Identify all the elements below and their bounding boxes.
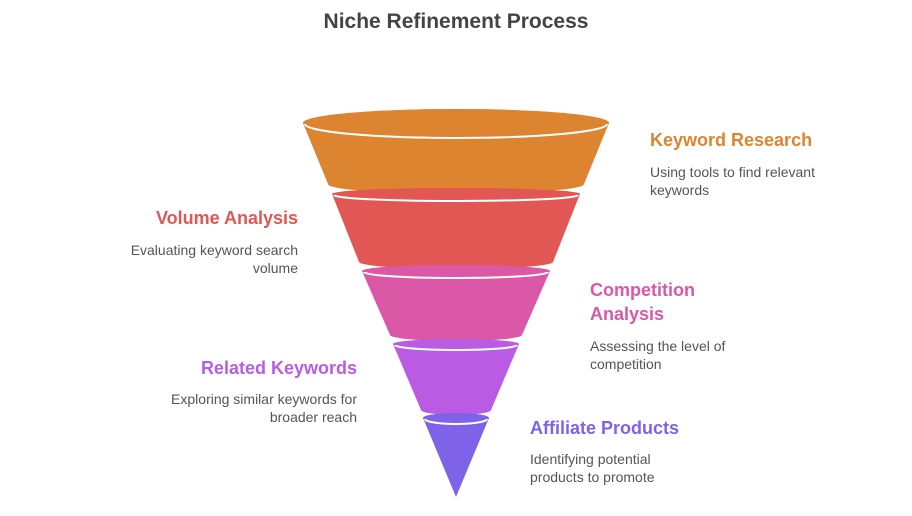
stage-desc-keyword-research: Using tools to find relevant keywords bbox=[650, 164, 815, 198]
stage-desc-related-keywords: Exploring similar keywords for broader r… bbox=[171, 391, 357, 425]
funnel-segment-related-keywords bbox=[393, 339, 519, 415]
funnel-segment-affiliate-products bbox=[423, 413, 489, 497]
diagram-title: Niche Refinement Process bbox=[323, 10, 589, 33]
funnel-rim-line bbox=[394, 344, 518, 351]
funnel-segment-competition-analysis bbox=[362, 265, 550, 341]
funnel-segment-volume-analysis bbox=[332, 188, 580, 269]
funnel-rim-line bbox=[333, 194, 579, 202]
funnel-rim-line bbox=[424, 418, 488, 425]
stage-desc-affiliate-products: Identifying potential products to promot… bbox=[530, 451, 655, 485]
stage-label-volume-analysis: Volume Analysis bbox=[155, 208, 298, 228]
funnel-segment-top-competition-analysis bbox=[362, 265, 550, 277]
funnel-segment-top-volume-analysis bbox=[332, 188, 580, 200]
funnel-rim-line bbox=[304, 123, 608, 139]
stage-label-competition-analysis: Competition Analysis bbox=[590, 280, 695, 324]
funnel-segment-top-keyword-research bbox=[303, 109, 609, 137]
funnel-segment-top-related-keywords bbox=[393, 339, 519, 349]
stage-label-related-keywords: Related Keywords bbox=[200, 358, 357, 378]
stage-desc-competition-analysis: Assessing the level of competition bbox=[590, 338, 726, 372]
stage-desc-volume-analysis: Evaluating keyword search volume bbox=[130, 242, 298, 276]
funnel-segment-top-affiliate-products bbox=[423, 413, 489, 423]
stage-label-affiliate-products: Affiliate Products bbox=[530, 418, 680, 438]
stage-label-keyword-research: Keyword Research bbox=[650, 130, 813, 150]
funnel-rim-line bbox=[363, 271, 549, 279]
